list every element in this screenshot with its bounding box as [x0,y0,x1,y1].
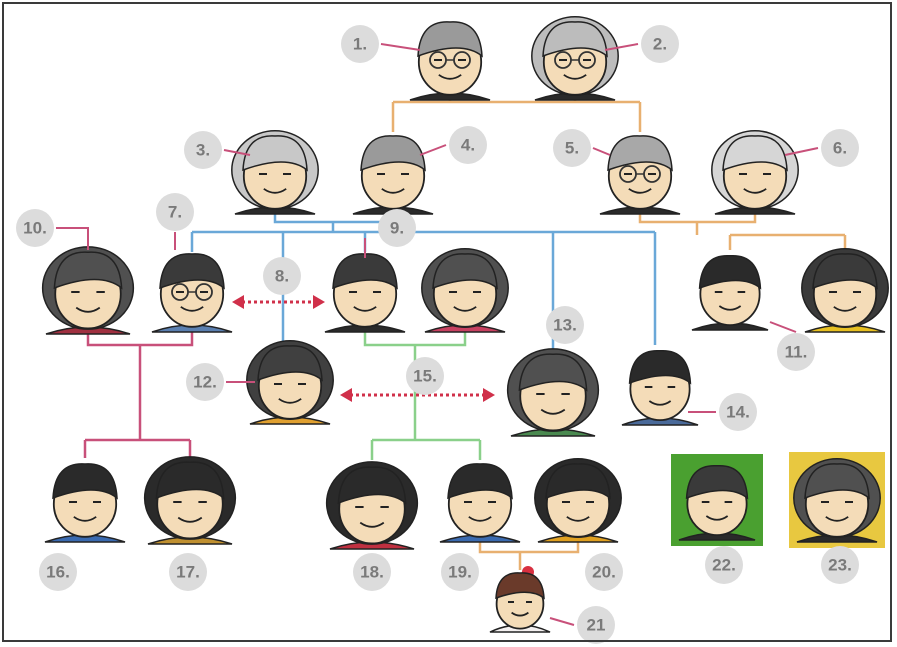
svg-text:19.: 19. [448,563,472,582]
badge-m7: 7. [156,193,194,231]
badge-m23: 23. [821,546,859,584]
svg-text:5.: 5. [565,139,579,158]
face-m20 [534,458,622,543]
badge-m17: 17. [169,553,207,591]
svg-text:14.: 14. [726,403,750,422]
badge-m19: 19. [441,553,479,591]
face-m17 [143,456,237,545]
face-m11b [801,248,889,333]
face-m7 [151,253,233,333]
badge-m22: 22. [705,546,743,584]
badge-m20: 20. [585,553,623,591]
badge-extra-3: 13. [546,306,584,344]
connector-lines [83,92,847,570]
svg-text:6.: 6. [833,139,847,158]
face-m5 [599,135,681,215]
badge-m14: 14. [719,393,757,431]
leader-m3 [223,149,251,156]
badge-extra-4: 15. [406,357,444,395]
badge-m1: 1. [341,25,379,63]
svg-text:11.: 11. [785,343,808,362]
face-m12 [246,340,334,425]
badge-m12: 12. [186,363,224,401]
badge-extra-2: 11. [777,333,815,371]
svg-text:10.: 10. [23,219,47,238]
face-m22 [671,454,763,546]
badge-m3: 3. [184,131,222,169]
arrow-12-13 [340,388,495,402]
badge-m4: 4. [449,126,487,164]
face-m3 [231,130,319,215]
face-m9 [421,248,509,333]
leader-m10 [56,227,89,250]
badge-m10: 10. [16,209,54,247]
face-m16 [44,463,126,543]
arrow-7-8 [232,295,325,309]
badge-extra-0: 8. [263,257,301,295]
svg-text:13.: 13. [553,316,577,335]
face-m19 [439,463,521,543]
svg-text:12.: 12. [193,373,217,392]
svg-text:2.: 2. [653,35,667,54]
face-m13 [506,348,600,437]
badge-m2: 2. [641,25,679,63]
svg-text:16.: 16. [46,563,70,582]
face-m14 [621,350,699,426]
badge-m18: 18. [353,553,391,591]
svg-text:17.: 17. [176,563,200,582]
face-m21 [489,566,551,633]
svg-text:18.: 18. [360,563,384,582]
face-m4 [352,135,434,215]
leader-m5 [592,147,611,156]
svg-text:21: 21 [587,616,606,635]
leader-m4 [419,144,447,156]
connector-19-20 [478,538,580,570]
badge-m21: 21 [577,606,615,644]
badge-m5: 5. [553,129,591,167]
face-m6 [711,130,799,215]
badge-m16: 16. [39,553,77,591]
svg-text:22.: 22. [712,556,736,575]
connector-5-6 [638,205,847,250]
leader-m1 [380,43,421,51]
connector-7-10 [83,332,194,458]
face-m10 [41,246,135,335]
badge-m6: 6. [821,129,859,167]
face-m23 [789,452,885,548]
faces-layer [41,16,889,633]
face-m1 [409,21,491,101]
leader-m2 [604,43,639,51]
face-m2 [531,16,619,101]
svg-text:23.: 23. [828,556,852,575]
svg-text:1.: 1. [353,35,367,54]
svg-text:8.: 8. [275,267,289,286]
face-m11a [691,255,769,331]
connector-1-2 [391,92,642,132]
svg-text:20.: 20. [592,563,616,582]
svg-text:9.: 9. [390,219,404,238]
face-m8 [324,253,406,333]
svg-text:4.: 4. [461,136,475,155]
svg-text:15.: 15. [413,367,437,386]
svg-text:7.: 7. [168,203,182,222]
leader-m6 [784,147,819,156]
face-m18 [325,461,419,550]
number-badges: 1. 2. 3. 4. 5. 6. 7. 10. 12. 14. 16. 17. 18. 19. 20. 21… [16,25,859,644]
leader-m21 [549,617,575,626]
badge-extra-1: 9. [378,209,416,247]
leader-11 [769,321,797,333]
svg-text:3.: 3. [196,141,210,160]
connector-8-9 [363,332,482,460]
